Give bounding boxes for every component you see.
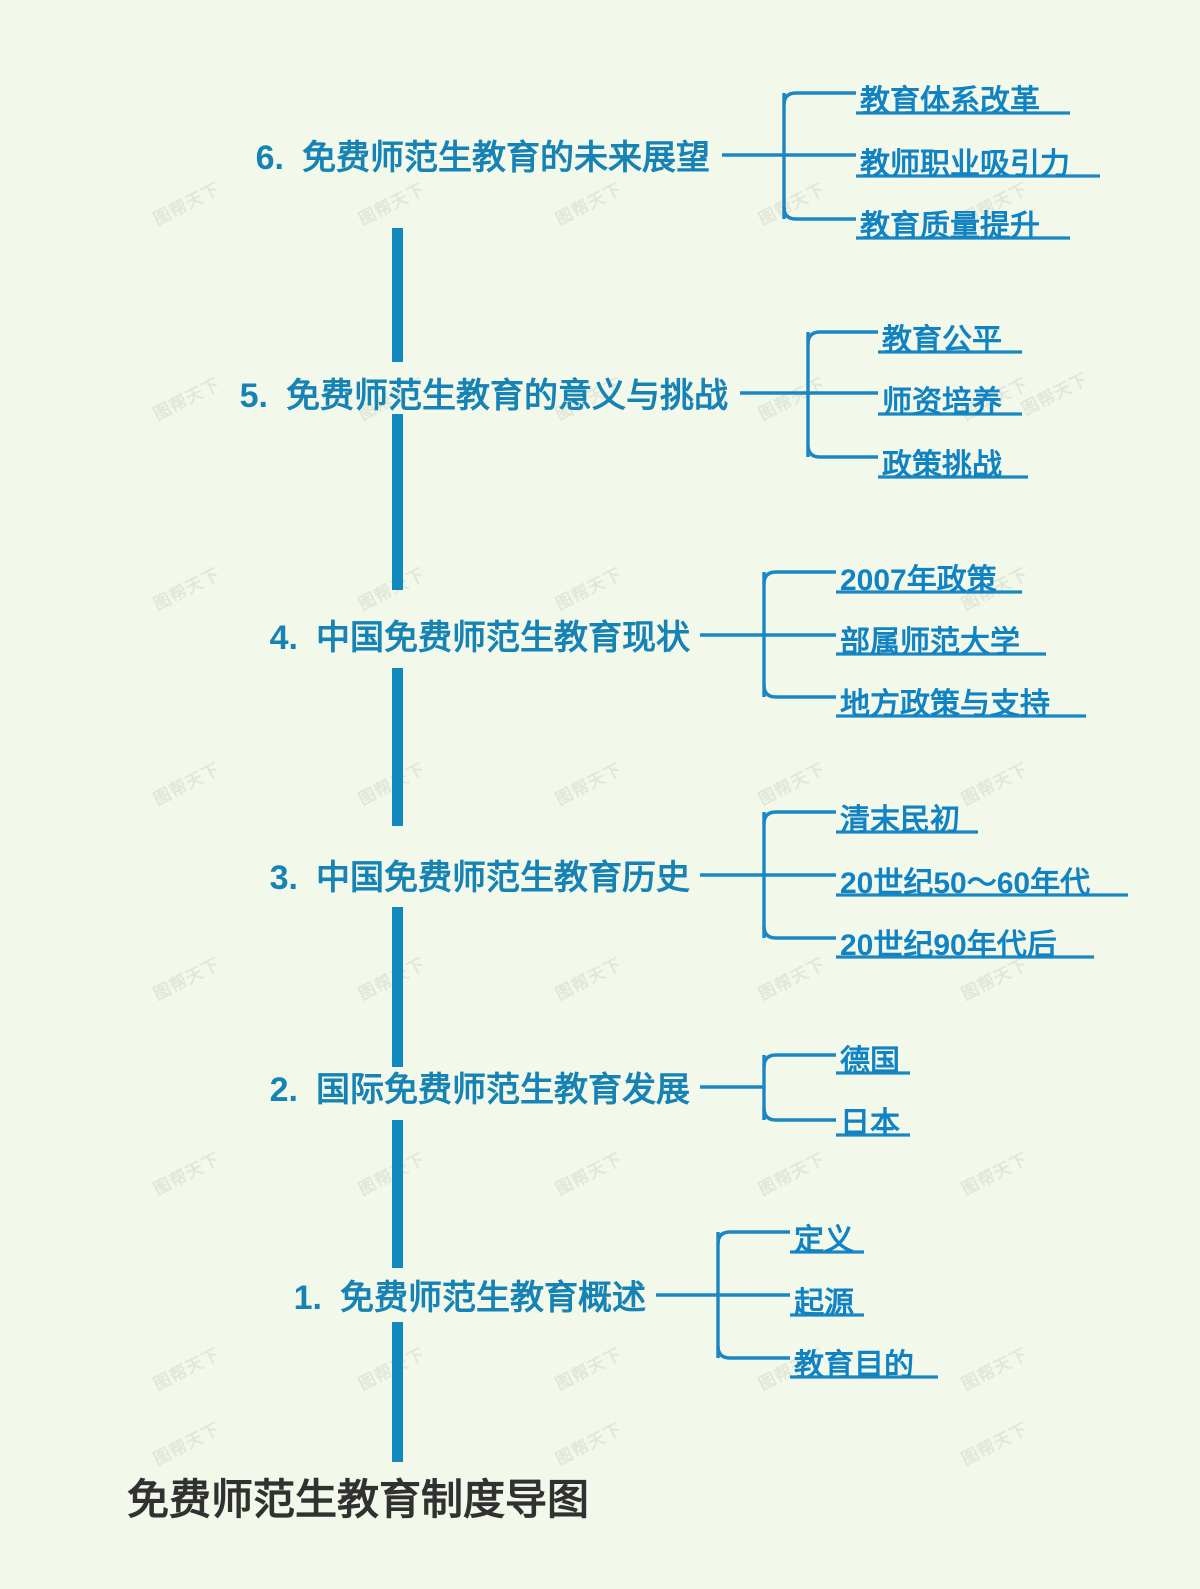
branch-label-2[interactable]: 2. 国际免费师范生教育发展 <box>0 1062 690 1111</box>
leaf-label-2-1[interactable]: 德国 <box>840 1045 900 1078</box>
leaf-label-6-3[interactable]: 教育质量提升 <box>860 210 1040 243</box>
leaf-label-2-2[interactable]: 日本 <box>840 1107 900 1140</box>
branch-title: 免费师范生教育概述 <box>340 1279 646 1317</box>
branch-label-3[interactable]: 3. 中国免费师范生教育历史 <box>0 850 690 899</box>
leaf-label-4-2[interactable]: 部属师范大学 <box>840 626 1020 659</box>
leaf-label-4-1[interactable]: 2007年政策 <box>840 564 997 597</box>
branch-label-1[interactable]: 1. 免费师范生教育概述 <box>0 1270 646 1319</box>
branch-title: 国际免费师范生教育发展 <box>316 1071 690 1109</box>
branch-number: 1. <box>293 1279 322 1317</box>
leaf-label-3-1[interactable]: 清末民初 <box>840 804 960 837</box>
branch-title: 中国免费师范生教育历史 <box>316 859 690 897</box>
spine-segment <box>392 228 403 362</box>
leaf-label-5-2[interactable]: 师资培养 <box>882 386 1002 419</box>
leaf-label-1-1[interactable]: 定义 <box>794 1224 854 1257</box>
diagram-title: 免费师范生教育制度导图 <box>127 1476 590 1523</box>
branch-number: 2. <box>269 1071 298 1109</box>
leaf-label-6-2[interactable]: 教师职业吸引力 <box>860 148 1070 181</box>
spine-segment <box>392 414 403 590</box>
leaf-label-4-3[interactable]: 地方政策与支持 <box>840 688 1050 721</box>
leaf-label-1-2[interactable]: 起源 <box>794 1287 854 1320</box>
leaf-label-1-3[interactable]: 教育目的 <box>794 1349 914 1382</box>
leaf-label-5-1[interactable]: 教育公平 <box>882 324 1002 357</box>
branch-number: 3. <box>269 859 298 897</box>
leaf-label-5-3[interactable]: 政策挑战 <box>882 449 1002 482</box>
branch-title: 免费师范生教育的未来展望 <box>302 139 710 177</box>
leaf-label-3-2[interactable]: 20世纪50～60年代 <box>840 867 1091 900</box>
spine-segment <box>392 1120 403 1268</box>
branch-label-6[interactable]: 6. 免费师范生教育的未来展望 <box>0 130 710 179</box>
branch-label-5[interactable]: 5. 免费师范生教育的意义与挑战 <box>0 368 728 417</box>
spine-segment <box>392 907 403 1067</box>
branch-number: 6. <box>255 139 284 177</box>
branch-title: 免费师范生教育的意义与挑战 <box>286 377 728 415</box>
branch-number: 5. <box>239 377 268 415</box>
branch-label-4[interactable]: 4. 中国免费师范生教育现状 <box>0 610 690 659</box>
branch-number: 4. <box>269 619 298 657</box>
spine-segment <box>392 1322 403 1462</box>
spine-segment <box>392 668 403 826</box>
leaf-label-6-1[interactable]: 教育体系改革 <box>860 85 1040 118</box>
branch-title: 中国免费师范生教育现状 <box>316 619 690 657</box>
leaf-label-3-3[interactable]: 20世纪90年代后 <box>840 929 1057 962</box>
